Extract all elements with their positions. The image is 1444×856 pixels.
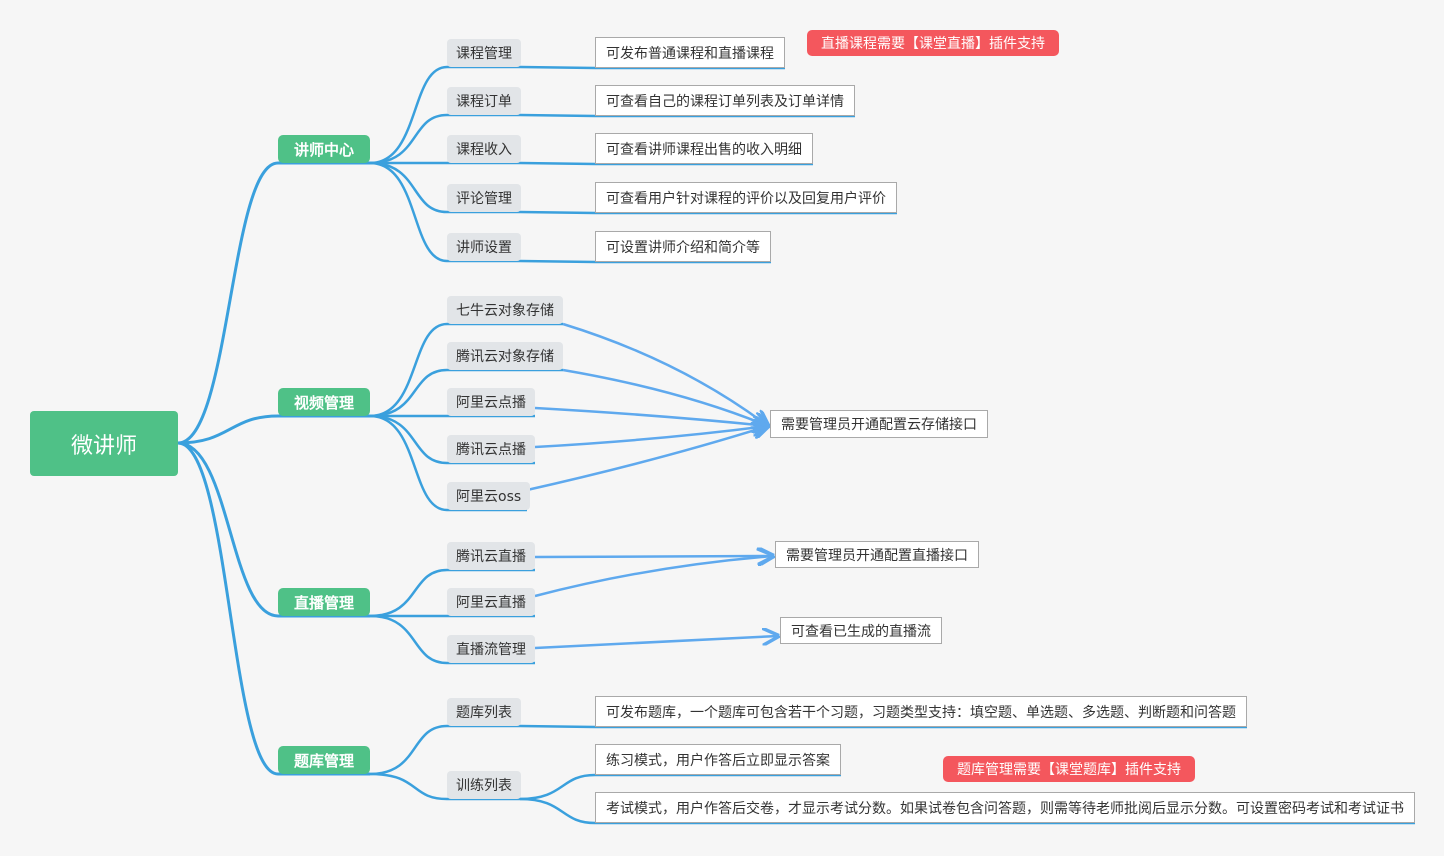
- tag-exam-plugin: 题库管理需要【课堂题库】插件支持: [943, 756, 1195, 782]
- arrow-storage-1: [562, 322, 768, 426]
- leaf-qiniu-storage[interactable]: 七牛云对象存储: [447, 296, 563, 324]
- leaf-comment-management[interactable]: 评论管理: [447, 184, 521, 212]
- link-root-exam: [177, 441, 279, 776]
- leaf-lecturer-settings[interactable]: 讲师设置: [447, 233, 521, 261]
- link-root-live: [177, 441, 279, 618]
- note-live-streams: 可查看已生成的直播流: [780, 617, 942, 644]
- arrow-live-1: [534, 556, 773, 557]
- root-node[interactable]: 微讲师: [30, 411, 178, 476]
- link-root-video: [177, 414, 279, 445]
- desc-lecturer-settings: 可设置讲师介绍和简介等: [595, 231, 771, 262]
- arrow-storage-5: [526, 426, 768, 492]
- branch-lecturer-center[interactable]: 讲师中心: [278, 135, 370, 163]
- leaf-course-management[interactable]: 课程管理: [447, 39, 521, 67]
- leaf-aliyun-live[interactable]: 阿里云直播: [447, 588, 535, 616]
- branch-question-bank[interactable]: 题库管理: [278, 746, 370, 774]
- desc-practice-mode: 练习模式，用户作答后立即显示答案: [595, 744, 841, 775]
- arrow-storage-3: [534, 406, 768, 426]
- tag-live-plugin: 直播课程需要【课堂直播】插件支持: [807, 30, 1059, 56]
- arrow-storage-4: [534, 426, 768, 449]
- branch-live-management[interactable]: 直播管理: [278, 588, 370, 616]
- link-root-center: [177, 161, 279, 445]
- note-live-interface: 需要管理员开通配置直播接口: [775, 541, 979, 568]
- desc-question-bank-list: 可发布题库，一个题库可包含若干个习题，习题类型支持：填空题、单选题、多选题、判断…: [595, 696, 1247, 727]
- leaf-course-orders[interactable]: 课程订单: [447, 87, 521, 115]
- desc-course-orders: 可查看自己的课程订单列表及订单详情: [595, 85, 855, 116]
- leaf-question-bank-list[interactable]: 题库列表: [447, 698, 521, 726]
- leaf-stream-management[interactable]: 直播流管理: [447, 635, 535, 663]
- arrow-storage-2: [562, 368, 768, 426]
- arrow-stream: [534, 636, 778, 650]
- leaf-tencent-live[interactable]: 腾讯云直播: [447, 542, 535, 570]
- note-cloud-storage: 需要管理员开通配置云存储接口: [770, 410, 988, 438]
- arrow-live-2: [534, 556, 773, 598]
- desc-exam-mode: 考试模式，用户作答后交卷，才显示考试分数。如果试卷包含问答题，则需等待老师批阅后…: [595, 792, 1415, 823]
- leaf-tencent-vod[interactable]: 腾讯云点播: [447, 435, 535, 463]
- desc-course-management: 可发布普通课程和直播课程: [595, 37, 785, 68]
- desc-course-income: 可查看讲师课程出售的收入明细: [595, 133, 813, 164]
- leaf-tencent-storage[interactable]: 腾讯云对象存储: [447, 342, 563, 370]
- branch-video-management[interactable]: 视频管理: [278, 388, 370, 416]
- leaf-aliyun-vod[interactable]: 阿里云点播: [447, 388, 535, 416]
- desc-comment-management: 可查看用户针对课程的评价以及回复用户评价: [595, 182, 897, 213]
- leaf-aliyun-oss[interactable]: 阿里云oss: [447, 482, 531, 510]
- leaf-training-list[interactable]: 训练列表: [447, 771, 521, 799]
- leaf-course-income[interactable]: 课程收入: [447, 135, 521, 163]
